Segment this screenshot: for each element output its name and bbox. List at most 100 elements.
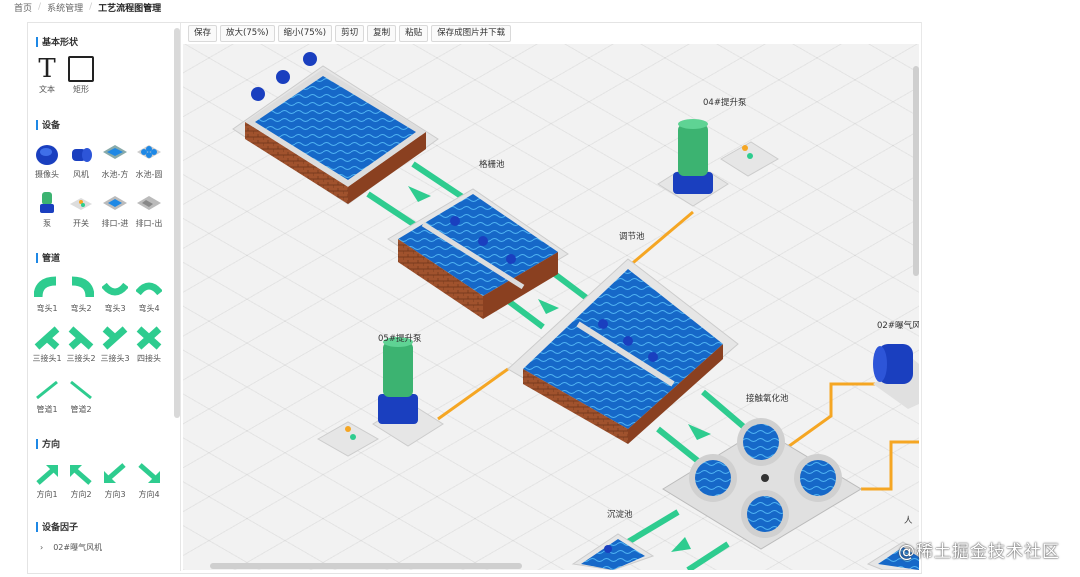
tool-label: 方向2	[70, 490, 92, 499]
label-partial: 人	[904, 516, 913, 526]
tool-label: 三接头2	[66, 354, 96, 363]
tool-pipe-2[interactable]: 管道2	[65, 376, 97, 415]
tool-direction-2[interactable]: 方向2	[65, 461, 97, 500]
tool-outlet-out[interactable]: 排口-出	[133, 190, 165, 229]
sedimentation-pool	[571, 533, 919, 570]
label-blower-02: 02#曝气风	[877, 321, 919, 331]
zoom-in-button[interactable]: 放大(75%)	[220, 25, 275, 42]
tool-camera[interactable]: 摄像头	[31, 141, 63, 180]
palette-scrollbar[interactable]	[174, 28, 180, 418]
tool-pool-square[interactable]: 水池-方	[99, 141, 131, 180]
inlet-pool	[232, 52, 439, 205]
factor-tree-item[interactable]: › 02#曝气风机	[40, 542, 102, 553]
rectangle-icon	[68, 56, 94, 82]
save-button[interactable]: 保存	[188, 25, 218, 42]
right-panel	[921, 22, 1079, 572]
section-pipe: 管道	[36, 251, 60, 264]
tool-switch[interactable]: 开关	[65, 190, 97, 229]
tool-elbow-3[interactable]: 弯头3	[99, 275, 131, 314]
section-factor: 设备因子	[36, 520, 78, 533]
cross-pipe-icon	[136, 325, 162, 351]
tool-label: 弯头2	[70, 304, 92, 313]
tool-label: 弯头3	[104, 304, 126, 313]
zoom-out-button[interactable]: 缩小(75%)	[277, 25, 333, 42]
tool-tee-2[interactable]: 三接头2	[65, 325, 97, 364]
breadcrumb-home[interactable]: 首页	[14, 3, 33, 14]
tool-label: 方向3	[104, 490, 126, 499]
breadcrumb-current: 工艺流程图管理	[98, 3, 162, 14]
tool-label: 三接头1	[32, 354, 62, 363]
straight-pipe-icon	[34, 376, 60, 402]
tool-outlet-in[interactable]: 排口-进	[99, 190, 131, 229]
tool-cross[interactable]: 四接头	[133, 325, 165, 364]
factor-item-label: 02#曝气风机	[53, 543, 103, 552]
elbow-pipe-icon	[68, 275, 94, 301]
section-factor-title: 设备因子	[42, 523, 79, 533]
arrow-up-left-icon	[68, 461, 94, 487]
section-pipe-title: 管道	[42, 254, 61, 264]
label-pump-04: 04#提升泵	[703, 98, 747, 108]
cut-button[interactable]: 剪切	[335, 25, 365, 42]
fan-icon	[68, 141, 94, 167]
tool-direction-4[interactable]: 方向4	[133, 461, 165, 500]
tool-pipe-1[interactable]: 管道1	[31, 376, 63, 415]
tool-label: 泵	[43, 219, 51, 228]
section-basic-title: 基本形状	[42, 38, 79, 48]
shape-palette: 基本形状 T 文本 矩形 设备 摄像头 风机 水池-方 水池-圆 泵 开关 排口…	[28, 23, 181, 571]
toolbar: 保存 放大(75%) 缩小(75%) 剪切 复制 粘贴 保存成图片并下载	[188, 25, 512, 42]
tool-label: 四接头	[137, 354, 161, 363]
blower-02	[873, 344, 919, 409]
paste-button[interactable]: 粘贴	[399, 25, 429, 42]
grit-chamber	[387, 188, 569, 319]
pump-icon	[34, 190, 60, 216]
tool-elbow-4[interactable]: 弯头4	[133, 275, 165, 314]
flow-canvas[interactable]: 格栅池 04#提升泵 调节池 05#提升泵 02#曝气风 接触氧化池 沉淀池 人	[183, 44, 919, 570]
tool-label: 弯头4	[138, 304, 160, 313]
text-icon: T	[38, 54, 56, 84]
tool-tee-3[interactable]: 三接头3	[99, 325, 131, 364]
watermark: @稀土掘金技术社区	[898, 542, 1060, 562]
copy-button[interactable]: 复制	[367, 25, 397, 42]
save-image-button[interactable]: 保存成图片并下载	[431, 25, 512, 42]
label-regulating-pool: 调节池	[619, 232, 645, 242]
chevron-right-icon[interactable]: ›	[40, 543, 44, 552]
tool-label: 三接头3	[100, 354, 130, 363]
label-pump-05: 05#提升泵	[378, 334, 422, 344]
tool-direction-1[interactable]: 方向1	[31, 461, 63, 500]
tool-pump[interactable]: 泵	[31, 190, 63, 229]
tool-elbow-2[interactable]: 弯头2	[65, 275, 97, 314]
breadcrumb-system[interactable]: 系统管理	[47, 3, 84, 14]
tool-pool-round[interactable]: 水池-圆	[133, 141, 165, 180]
tool-direction-3[interactable]: 方向3	[99, 461, 131, 500]
section-basic: 基本形状	[36, 35, 78, 48]
tool-label: 开关	[73, 219, 89, 228]
pump-05	[316, 337, 444, 457]
breadcrumb: 首页 / 系统管理 / 工艺流程图管理	[14, 2, 162, 14]
outlet-out-icon	[136, 190, 162, 216]
canvas-horizontal-scrollbar[interactable]	[210, 563, 522, 569]
canvas-vertical-scrollbar[interactable]	[913, 66, 919, 276]
tool-elbow-1[interactable]: 弯头1	[31, 275, 63, 314]
tool-rect[interactable]: 矩形	[65, 56, 97, 95]
camera-icon	[34, 141, 60, 167]
tool-label: 方向1	[36, 490, 58, 499]
tool-tee-1[interactable]: 三接头1	[31, 325, 63, 364]
flow-arrows	[408, 186, 711, 552]
square-pool-icon	[102, 141, 128, 167]
contact-oxidation-pool	[662, 418, 862, 550]
arrow-down-right-icon	[136, 461, 162, 487]
section-device-title: 设备	[42, 121, 61, 131]
tool-text[interactable]: T 文本	[31, 56, 63, 95]
tool-label: 风机	[73, 170, 89, 179]
section-direction: 方向	[36, 437, 60, 450]
label-grit-chamber: 格栅池	[479, 160, 505, 170]
section-direction-title: 方向	[42, 440, 61, 450]
tool-fan[interactable]: 风机	[65, 141, 97, 180]
tee-pipe-icon	[68, 325, 94, 351]
tool-label: 排口-进	[101, 219, 129, 228]
elbow-pipe-icon	[136, 275, 162, 301]
label-sedimentation: 沉淀池	[607, 510, 633, 520]
tee-pipe-icon	[34, 325, 60, 351]
arrow-up-right-icon	[34, 461, 60, 487]
elbow-pipe-icon	[34, 275, 60, 301]
